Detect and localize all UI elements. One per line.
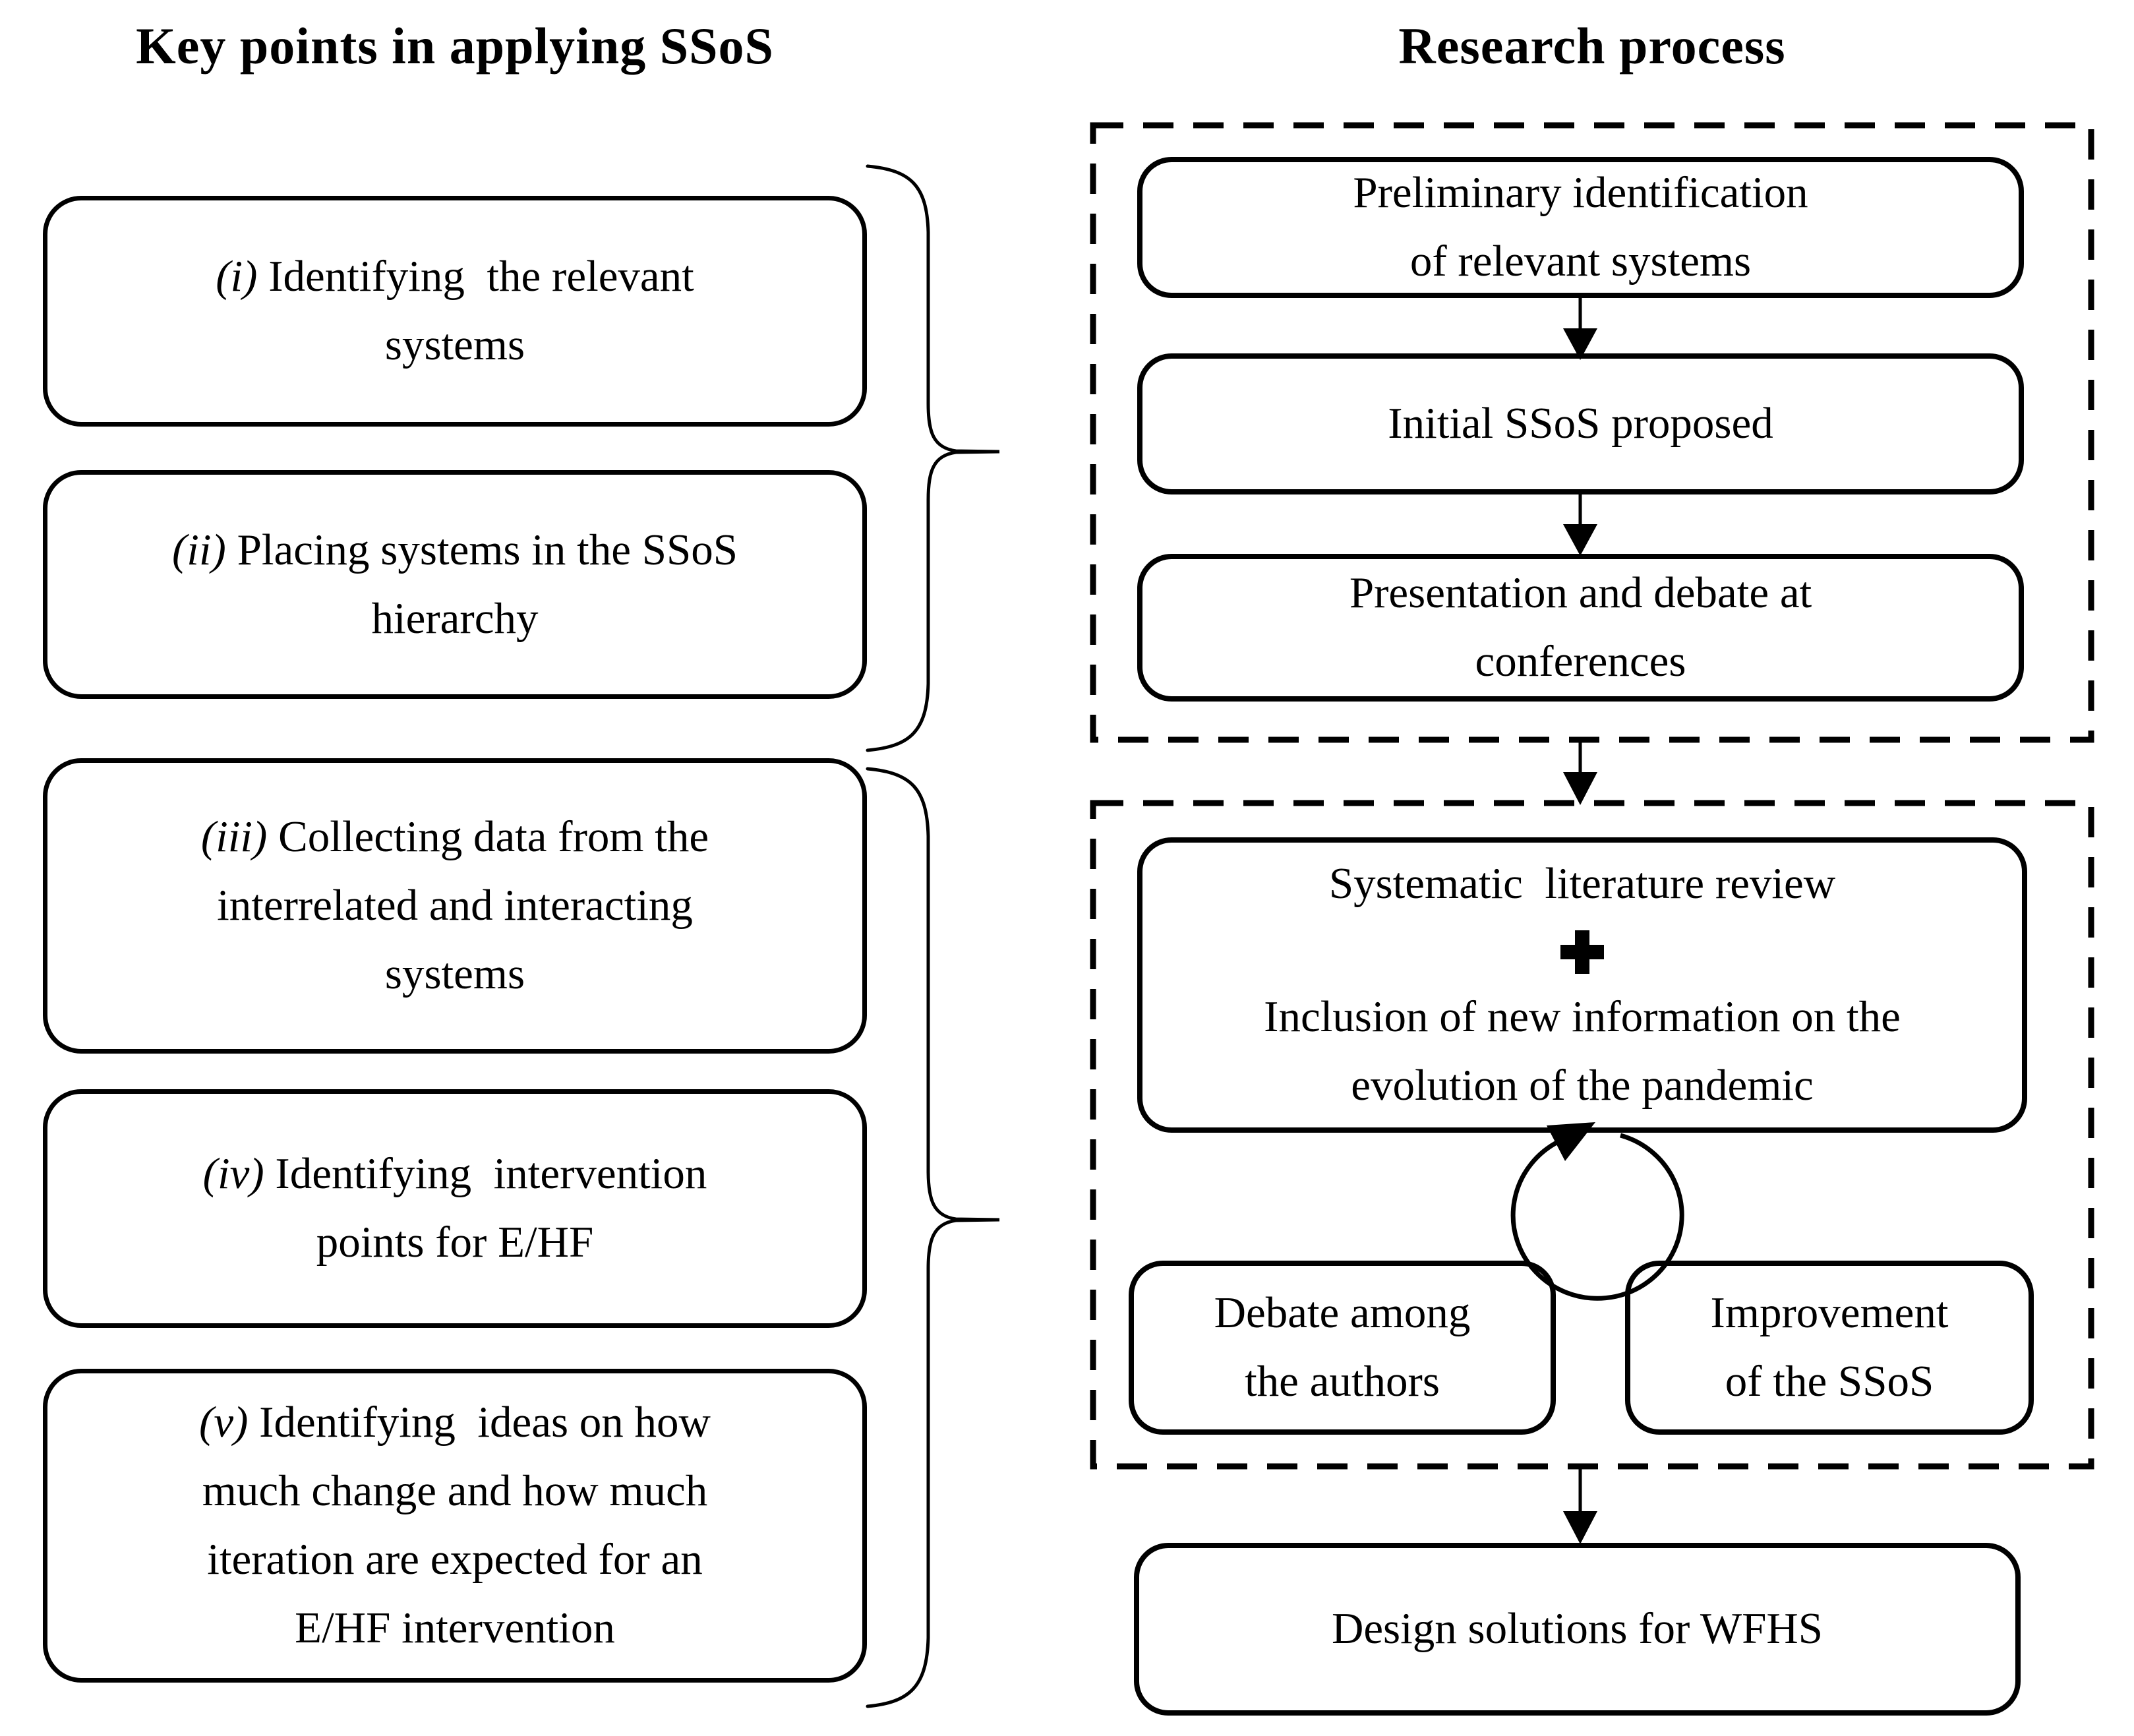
step-label: Improvement of the SSoS	[1710, 1288, 1949, 1406]
right-panel-title: Research process	[1398, 17, 1786, 75]
step-label: Initial SSoS proposed	[1388, 399, 1773, 448]
keypoint-box-collecting-data: (iii) Collecting data from the interrela…	[43, 758, 867, 1054]
review-label: Systematic literature review	[1328, 859, 1836, 909]
keypoint-box-intervention-points: (iv) Identifying intervention points for…	[43, 1089, 867, 1328]
curly-brace-upper-icon	[866, 164, 1000, 752]
curly-brace-lower-icon	[866, 767, 1000, 1708]
item-label: Collecting data from the interrelated an…	[217, 812, 709, 998]
step-box-preliminary-identification: Preliminary identification of relevant s…	[1137, 157, 2024, 298]
down-arrow-icon	[1563, 1466, 1597, 1544]
keypoint-box-identifying-systems: (i) Identifying the relevant systems	[43, 196, 867, 427]
step-label: Design solutions for WFHS	[1331, 1604, 1823, 1654]
down-arrow-icon	[1563, 740, 1597, 805]
inclusion-label: Inclusion of new information on the evol…	[1264, 992, 1901, 1110]
keypoint-box-change-iteration: (v) Identifying ideas on how much change…	[43, 1369, 867, 1683]
keypoint-text: (iv) Identifying intervention points for…	[203, 1140, 707, 1277]
keypoint-text: (ii) Placing systems in the SSoS hierarc…	[172, 516, 738, 653]
item-label: Identifying intervention points for E/HF	[275, 1149, 707, 1267]
left-panel-title: Key points in applying SSoS	[136, 17, 774, 75]
step-box-design-solutions: Design solutions for WFHS	[1134, 1543, 2021, 1716]
keypoint-text: (i) Identifying the relevant systems	[216, 243, 694, 380]
step-box-presentation-conferences: Presentation and debate at conferences	[1137, 554, 2024, 702]
plus-icon	[1560, 930, 1604, 974]
item-label: Identifying ideas on how much change and…	[202, 1398, 711, 1652]
item-numeral: (i)	[216, 252, 258, 301]
item-label: Placing systems in the SSoS hierarchy	[237, 525, 738, 643]
item-numeral: (v)	[199, 1398, 249, 1447]
item-numeral: (iv)	[202, 1149, 264, 1199]
step-label: Debate among the authors	[1214, 1288, 1471, 1406]
keypoint-box-placing-systems: (ii) Placing systems in the SSoS hierarc…	[43, 470, 867, 699]
item-label: Identifying the relevant systems	[268, 252, 694, 369]
item-numeral: (ii)	[171, 525, 226, 574]
step-box-improvement-ssos: Improvement of the SSoS	[1625, 1261, 2034, 1435]
step-box-debate-authors: Debate among the authors	[1129, 1261, 1556, 1435]
keypoint-text: (v) Identifying ideas on how much change…	[199, 1389, 711, 1662]
step-box-initial-ssos: Initial SSoS proposed	[1137, 353, 2024, 494]
down-arrow-icon	[1563, 494, 1597, 556]
step-label: Preliminary identification of relevant s…	[1353, 168, 1808, 285]
down-arrow-icon	[1563, 298, 1597, 360]
keypoint-text: (iii) Collecting data from the interrela…	[201, 803, 709, 1009]
step-label: Presentation and debate at conferences	[1349, 568, 1812, 686]
item-numeral: (iii)	[200, 812, 268, 862]
